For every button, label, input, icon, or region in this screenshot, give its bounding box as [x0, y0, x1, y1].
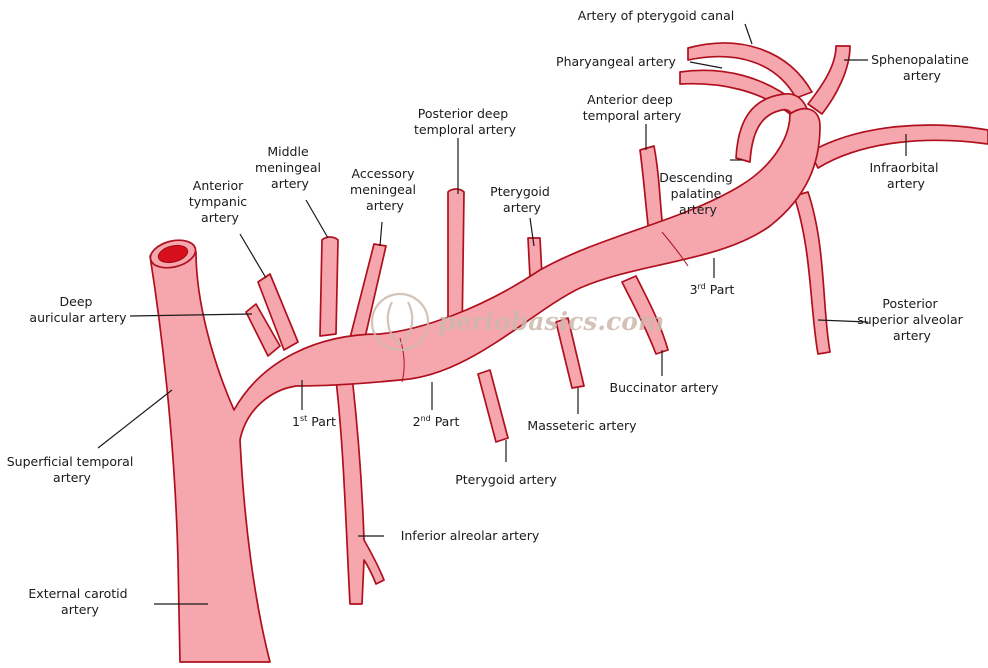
label-pterygoid-artery-upper: Pterygoid artery [490, 184, 554, 215]
label-1st-part: 1st Part [292, 414, 336, 429]
label-3rd-part: 3rd Part [690, 282, 735, 297]
label-buccinator-artery: Buccinator artery [610, 380, 719, 395]
label-middle-meningeal-artery: Middle meningeal artery [255, 144, 325, 191]
inferior-alveolar-artery-vessel [336, 376, 384, 604]
posterior-superior-alveolar-artery-vessel [794, 192, 830, 354]
label-artery-of-pterygoid-canal: Artery of pterygoid canal [578, 8, 734, 23]
label-external-carotid-artery: External carotid artery [28, 586, 131, 617]
leader-middle-meningeal [306, 200, 328, 238]
label-anterior-tympanic-artery: Anterior tympanic artery [189, 178, 251, 225]
label-deep-auricular-artery: Deep auricular artery [29, 294, 127, 325]
watermark-text: periobasics.com [438, 307, 664, 336]
label-pharyngeal-artery: Pharyangeal artery [556, 54, 677, 69]
sphenopalatine-artery-vessel [808, 46, 850, 114]
label-posterior-superior-alveolar-artery: Posterior superior alveolar artery [857, 296, 967, 343]
label-anterior-deep-temporal-artery: Anterior deep temporal artery [583, 92, 682, 123]
accessory-meningeal-artery-vessel [350, 244, 386, 342]
label-posterior-deep-temporal-artery: Posterior deep temploral artery [414, 106, 517, 137]
label-inferior-alveolar-artery: Inferior alreolar artery [401, 528, 540, 543]
label-pterygoid-artery-lower: Pterygoid artery [455, 472, 557, 487]
label-superficial-temporal-artery: Superficial temporal artery [7, 454, 138, 485]
middle-meningeal-artery-vessel [320, 237, 338, 336]
label-infraorbital-artery: Infraorbital artery [869, 160, 942, 191]
leader-superficial-temporal [98, 390, 172, 448]
label-2nd-part: 2nd Part [413, 414, 460, 429]
label-sphenopalatine-artery: Sphenopalatine artery [871, 52, 973, 83]
label-masseteric-artery: Masseteric artery [527, 418, 637, 433]
vessel-group [148, 43, 988, 662]
label-accessory-meningeal-artery: Accessory meningeal artery [350, 166, 420, 213]
leader-accessory-meningeal [380, 222, 382, 246]
leader-pharyngeal-artery [690, 62, 722, 68]
pterygoid-artery-lower-vessel [478, 370, 508, 442]
leader-anterior-tympanic [240, 234, 266, 278]
leader-artery-of-pterygoid-canal [745, 24, 752, 44]
